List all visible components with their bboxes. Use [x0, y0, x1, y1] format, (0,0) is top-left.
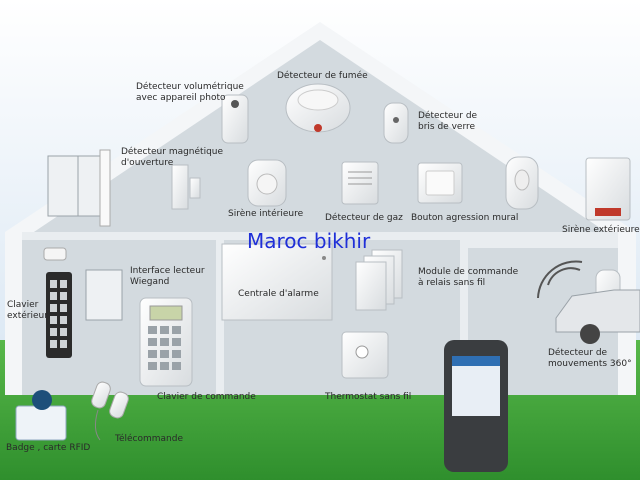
label-thermostat: Thermostat sans fil — [325, 392, 412, 402]
keypad-key — [60, 280, 67, 288]
keypad-key — [50, 328, 57, 336]
panic-button-device — [417, 162, 463, 204]
command-key — [160, 338, 169, 346]
window-device — [47, 149, 111, 227]
command-key — [160, 362, 169, 370]
command-key — [148, 362, 157, 370]
brand-title: Maroc bikhir — [247, 229, 371, 253]
command-key — [172, 350, 181, 358]
garage-lintel — [460, 232, 618, 248]
label-keypad: Clavier de commande — [157, 392, 256, 402]
relay-module-devices — [355, 249, 403, 311]
label-outdoor-siren: Sirène extérieure — [562, 225, 640, 235]
label-gas-detector: Détecteur de gaz — [325, 213, 403, 223]
keypad-key — [60, 328, 67, 336]
keypad-key — [50, 304, 57, 312]
keypad-key — [50, 340, 57, 348]
magnetic-detector-device — [171, 164, 201, 210]
smoke-detector-device — [285, 83, 351, 133]
garage-side — [460, 232, 468, 395]
keypad-key — [60, 340, 67, 348]
door-device — [85, 269, 123, 321]
keypad-key — [60, 292, 67, 300]
volumetric-detector-device — [221, 94, 249, 144]
command-key — [148, 338, 157, 346]
keypad-key — [50, 316, 57, 324]
command-key — [160, 326, 169, 334]
keypad-key — [60, 304, 67, 312]
alarm-control-device — [221, 243, 333, 321]
gas-detector-device — [341, 161, 379, 205]
rfid-badge-device — [15, 390, 67, 441]
remote-control-devices — [91, 381, 129, 441]
outdoor-siren-device — [585, 157, 631, 221]
wall-divider-left — [216, 232, 224, 395]
thermostat-device — [341, 331, 389, 379]
label-indoor-siren: Sirène intérieure — [228, 209, 304, 219]
keypad-key — [60, 316, 67, 324]
command-key — [172, 326, 181, 334]
label-remote: Télécommande — [115, 434, 184, 444]
command-key — [148, 350, 157, 358]
command-key — [172, 362, 181, 370]
command-key — [172, 338, 181, 346]
command-keypad-keys — [148, 326, 181, 370]
floor-divider — [22, 232, 618, 240]
label-smoke-detector: Détecteur de fumée — [277, 71, 368, 81]
label-badge: Badge , carte RFID — [6, 443, 91, 453]
indoor-siren-device — [247, 159, 287, 207]
keypad-key — [50, 292, 57, 300]
car-device — [555, 289, 640, 344]
label-panic-button: Bouton agression mural — [411, 213, 519, 223]
outdoor-keypad-keys — [50, 280, 67, 348]
keypad-key — [50, 280, 57, 288]
label-alarm-control: Centrale d'alarme — [238, 289, 319, 299]
command-key — [148, 326, 157, 334]
command-key — [160, 350, 169, 358]
wall-motion-detector-device — [505, 156, 539, 210]
mobile-phone-device — [444, 340, 508, 472]
glass-break-detector-device — [383, 102, 409, 144]
